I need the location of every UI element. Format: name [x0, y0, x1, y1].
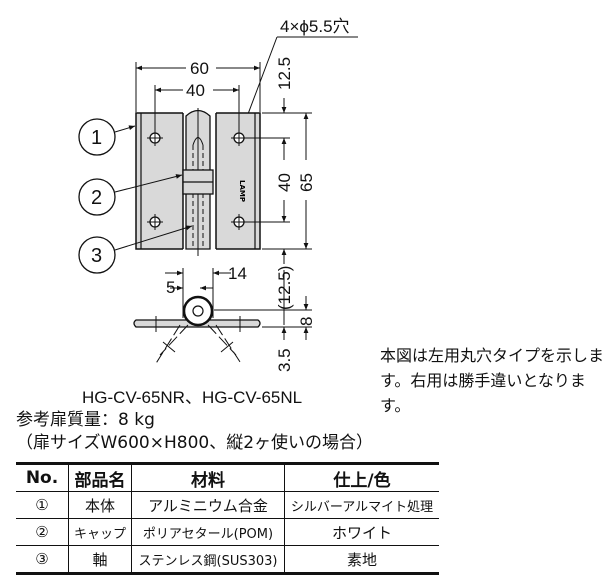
svg-text:60: 60: [190, 59, 209, 78]
svg-text:5: 5: [166, 278, 175, 297]
table-header-row: No. 部品名 材料 仕上/色: [16, 462, 439, 492]
svg-text:40: 40: [186, 81, 205, 100]
table-row: ② キャップ ポリアセタール(POM) ホワイト: [16, 518, 439, 546]
svg-text:4×ϕ5.5穴: 4×ϕ5.5穴: [280, 17, 350, 36]
svg-text:65: 65: [297, 173, 316, 192]
svg-text:12.5: 12.5: [275, 57, 294, 90]
svg-text:3: 3: [91, 245, 102, 267]
callout-2: 2: [78, 174, 183, 216]
svg-text:LAMP: LAMP: [238, 180, 246, 202]
svg-text:40: 40: [275, 173, 294, 192]
svg-text:1: 1: [91, 127, 102, 149]
header-material: 材料: [131, 462, 285, 492]
svg-text:8: 8: [297, 317, 316, 326]
mount-hole-icon: [147, 130, 247, 230]
svg-text:3.5: 3.5: [275, 348, 294, 372]
dimension-60: 60: [135, 59, 261, 112]
callout-1: 1: [78, 118, 136, 156]
header-no: No.: [16, 462, 69, 492]
door-size-note: （扉サイズW600×H800、縦2ヶ使いの場合）: [16, 433, 374, 453]
svg-text:2: 2: [91, 187, 102, 209]
dimension-40-horizontal: 40: [154, 81, 240, 130]
reference-door-weight: 参考扉質量：8 kg: [16, 410, 155, 430]
hinge-drawing: 4×ϕ5.5穴 LAMP: [78, 17, 358, 372]
svg-text:14: 14: [228, 264, 247, 283]
model-numbers: HG-CV-65NR、HG-CV-65NL: [82, 388, 303, 407]
header-part-name: 部品名: [68, 462, 132, 492]
hinge-front-view: LAMP: [135, 108, 261, 256]
table-row: ③ 軸 ステンレス鋼(SUS303) 素地: [16, 545, 439, 575]
callout-3: 3: [78, 225, 193, 274]
orientation-note: 本図は左用丸穴タイプを示します。右用は勝手違いとなります。: [380, 346, 605, 415]
header-finish: 仕上/色: [284, 462, 439, 492]
table-row: ① 本体 アルミニウム合金 シルバーアルマイト処理: [16, 491, 439, 519]
dimension-vertical: 12.5 40 65 (12.5): [247, 57, 316, 325]
parts-table: No. 部品名 材料 仕上/色 ① 本体 アルミニウム合金 シルバーアルマイト処…: [16, 462, 439, 575]
svg-text:(12.5): (12.5): [275, 266, 294, 310]
hinge-side-view: 14 5 8 3.5: [133, 264, 316, 372]
